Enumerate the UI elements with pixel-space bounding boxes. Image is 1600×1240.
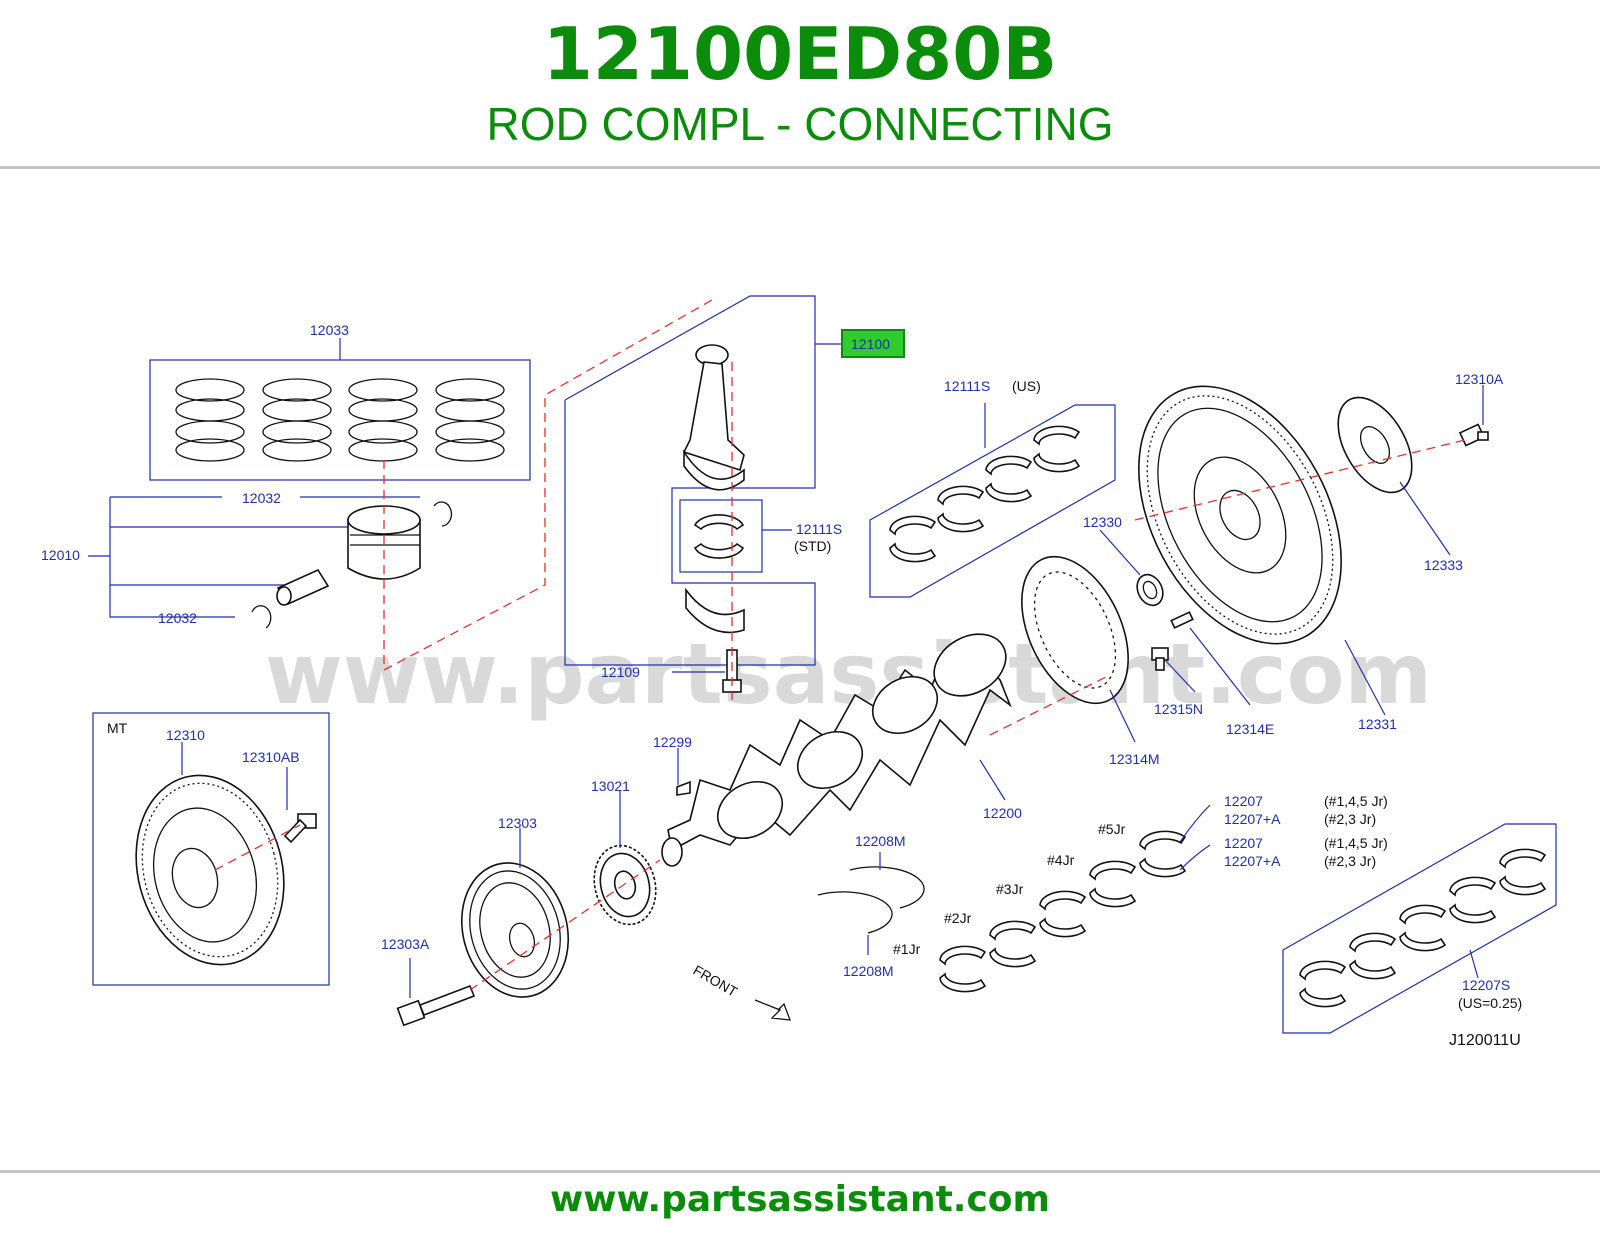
piston-assembly-group bbox=[88, 460, 453, 670]
drive-plate[interactable] bbox=[1098, 352, 1383, 678]
label-3jr: #3Jr bbox=[996, 881, 1024, 897]
label-12207A-a[interactable]: 12207+A bbox=[1224, 811, 1281, 827]
highlight-box-12100 bbox=[841, 329, 905, 358]
label-jr145-a: (#1,4,5 Jr) bbox=[1324, 793, 1388, 809]
crankshaft-pulley[interactable] bbox=[447, 851, 583, 1009]
main-bearing-us-group bbox=[869, 403, 1116, 598]
adapter-plate[interactable] bbox=[1323, 385, 1427, 505]
rod-cap[interactable] bbox=[685, 587, 745, 634]
drive-plate-bolt[interactable] bbox=[1458, 423, 1489, 447]
rear-oil-seal[interactable] bbox=[1132, 570, 1167, 609]
rod-bearing-std[interactable] bbox=[693, 514, 745, 559]
woodruff-key[interactable] bbox=[676, 780, 691, 796]
label-front: FRONT bbox=[691, 962, 741, 1000]
label-12032-top[interactable]: 12032 bbox=[242, 490, 281, 506]
signal-plate-bolt[interactable] bbox=[1151, 647, 1169, 671]
label-12208M-bottom[interactable]: 12208M bbox=[843, 963, 894, 979]
crankshaft-sprocket[interactable] bbox=[586, 839, 665, 932]
drive-plate-group bbox=[1098, 352, 1489, 716]
label-12314M[interactable]: 12314M bbox=[1109, 751, 1160, 767]
diagram-code: J120011U bbox=[1449, 1032, 1521, 1049]
label-jr23-a: (#2,3 Jr) bbox=[1324, 811, 1376, 827]
mt-flywheel-bolt[interactable] bbox=[283, 813, 317, 844]
label-12109[interactable]: 12109 bbox=[601, 664, 640, 680]
main-bearing-us025-set[interactable] bbox=[1299, 848, 1547, 1008]
label-12299[interactable]: 12299 bbox=[653, 734, 692, 750]
label-12207-b[interactable]: 12207 bbox=[1224, 835, 1263, 851]
label-12207A-b[interactable]: 12207+A bbox=[1224, 853, 1281, 869]
header: 12100ED80B ROD COMPL - CONNECTING bbox=[0, 0, 1600, 170]
label-12310AB[interactable]: 12310AB bbox=[242, 749, 300, 765]
label-1jr: #1Jr bbox=[893, 941, 921, 957]
label-2jr: #2Jr bbox=[944, 910, 972, 926]
connecting-rod-group bbox=[564, 295, 842, 700]
label-us: (US) bbox=[1012, 378, 1041, 394]
label-12033[interactable]: 12033 bbox=[310, 322, 349, 338]
front-arrow-icon bbox=[754, 999, 791, 1021]
pulley-bolt[interactable] bbox=[396, 984, 476, 1027]
label-12207-a[interactable]: 12207 bbox=[1224, 793, 1263, 809]
piston-rings-group bbox=[149, 338, 531, 481]
label-12032-bottom[interactable]: 12032 bbox=[158, 610, 197, 626]
footer-website[interactable]: www.partsassistant.com bbox=[549, 1179, 1051, 1220]
piston-ring-set[interactable] bbox=[175, 378, 505, 462]
label-us025: (US=0.25) bbox=[1458, 995, 1522, 1011]
label-12333[interactable]: 12333 bbox=[1424, 557, 1463, 573]
piston-pin[interactable] bbox=[276, 568, 330, 606]
label-12111S-std[interactable]: 12111S bbox=[796, 521, 842, 537]
label-12314E[interactable]: 12314E bbox=[1226, 721, 1274, 737]
label-12310A[interactable]: 12310A bbox=[1455, 371, 1504, 387]
label-12207S[interactable]: 12207S bbox=[1462, 977, 1510, 993]
label-std: (STD) bbox=[794, 538, 831, 554]
label-12303[interactable]: 12303 bbox=[498, 815, 537, 831]
label-12100[interactable]: 12100 bbox=[851, 336, 890, 352]
connecting-rod[interactable] bbox=[682, 344, 745, 491]
dowel-pin[interactable] bbox=[1170, 611, 1194, 629]
label-12010[interactable]: 12010 bbox=[41, 547, 80, 563]
label-12111S-us[interactable]: 12111S bbox=[944, 378, 990, 394]
label-12331[interactable]: 12331 bbox=[1358, 716, 1397, 732]
header-divider bbox=[0, 166, 1600, 169]
label-mt: MT bbox=[107, 720, 128, 736]
snap-ring-top[interactable] bbox=[433, 501, 453, 527]
label-jr23-b: (#2,3 Jr) bbox=[1324, 853, 1376, 869]
label-12330[interactable]: 12330 bbox=[1083, 514, 1122, 530]
part-name-subtitle: ROD COMPL - CONNECTING bbox=[486, 98, 1114, 150]
crankshaft[interactable] bbox=[661, 622, 1017, 867]
part-number-title: 12100ED80B bbox=[542, 12, 1058, 96]
thrust-bearing-lower[interactable] bbox=[817, 891, 893, 934]
main-bearings-std[interactable] bbox=[939, 830, 1187, 993]
main-bearing-us025-group bbox=[1282, 823, 1557, 1034]
label-12315N[interactable]: 12315N bbox=[1154, 701, 1203, 717]
signal-plate-group bbox=[1000, 529, 1251, 743]
mt-flywheel[interactable] bbox=[116, 759, 305, 982]
label-12200[interactable]: 12200 bbox=[983, 805, 1022, 821]
main-bearing-us-set[interactable] bbox=[889, 425, 1081, 563]
signal-plate[interactable] bbox=[1000, 540, 1149, 720]
label-4jr: #4Jr bbox=[1047, 852, 1075, 868]
label-13021[interactable]: 13021 bbox=[591, 778, 630, 794]
footer-divider bbox=[0, 1170, 1600, 1173]
label-5jr: #5Jr bbox=[1098, 821, 1126, 837]
label-12310[interactable]: 12310 bbox=[166, 727, 205, 743]
label-12303A[interactable]: 12303A bbox=[381, 936, 430, 952]
mt-flywheel-group bbox=[92, 712, 330, 986]
label-jr145-b: (#1,4,5 Jr) bbox=[1324, 835, 1388, 851]
thrust-bearing-upper[interactable] bbox=[849, 866, 925, 909]
snap-ring-bottom[interactable] bbox=[251, 605, 272, 629]
label-12208M-top[interactable]: 12208M bbox=[855, 833, 906, 849]
